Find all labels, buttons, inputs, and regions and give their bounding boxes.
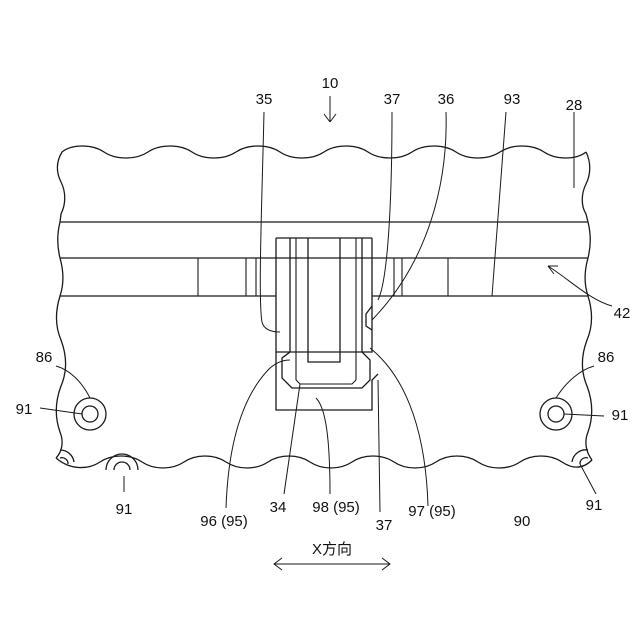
label-86-left: 86 xyxy=(36,349,53,366)
label-x-direction: X方向 xyxy=(312,541,352,558)
label-90: 90 xyxy=(514,513,531,530)
label-37-bottom: 37 xyxy=(376,517,393,534)
top-break-line xyxy=(62,146,586,158)
notch-37 xyxy=(366,306,372,330)
label-96: 96 (95) xyxy=(200,513,248,530)
label-97: 97 (95) xyxy=(408,503,456,520)
label-28: 28 xyxy=(566,97,583,114)
label-91-bottom-right: 91 xyxy=(586,497,603,514)
label-91-left: 91 xyxy=(16,401,33,418)
label-42: 42 xyxy=(614,305,631,322)
x-direction-arrow xyxy=(274,558,390,570)
slot xyxy=(308,238,340,362)
right-edge-upper xyxy=(582,152,590,222)
label-93: 93 xyxy=(504,91,521,108)
right-edge-lower xyxy=(583,258,593,460)
hole-bottom-right-partial xyxy=(572,450,588,464)
component-34-frame xyxy=(276,352,378,410)
label-86-right: 86 xyxy=(598,349,615,366)
band-42-segments xyxy=(198,258,448,296)
label-10: 10 xyxy=(322,75,339,92)
component-34-inner-body xyxy=(282,238,370,388)
label-35: 35 xyxy=(256,91,273,108)
label-36: 36 xyxy=(438,91,455,108)
label-37-top: 37 xyxy=(384,91,401,108)
left-edge-lower xyxy=(56,258,66,458)
label-91-bottom-left: 91 xyxy=(116,501,133,518)
left-edge-band xyxy=(58,222,60,258)
left-edge-upper xyxy=(57,152,64,222)
label-91-right: 91 xyxy=(612,407,629,424)
label-34: 34 xyxy=(270,499,287,516)
right-edge-band xyxy=(588,222,590,258)
inner-bottom-chamfer xyxy=(296,380,356,384)
label-98: 98 (95) xyxy=(312,499,360,516)
